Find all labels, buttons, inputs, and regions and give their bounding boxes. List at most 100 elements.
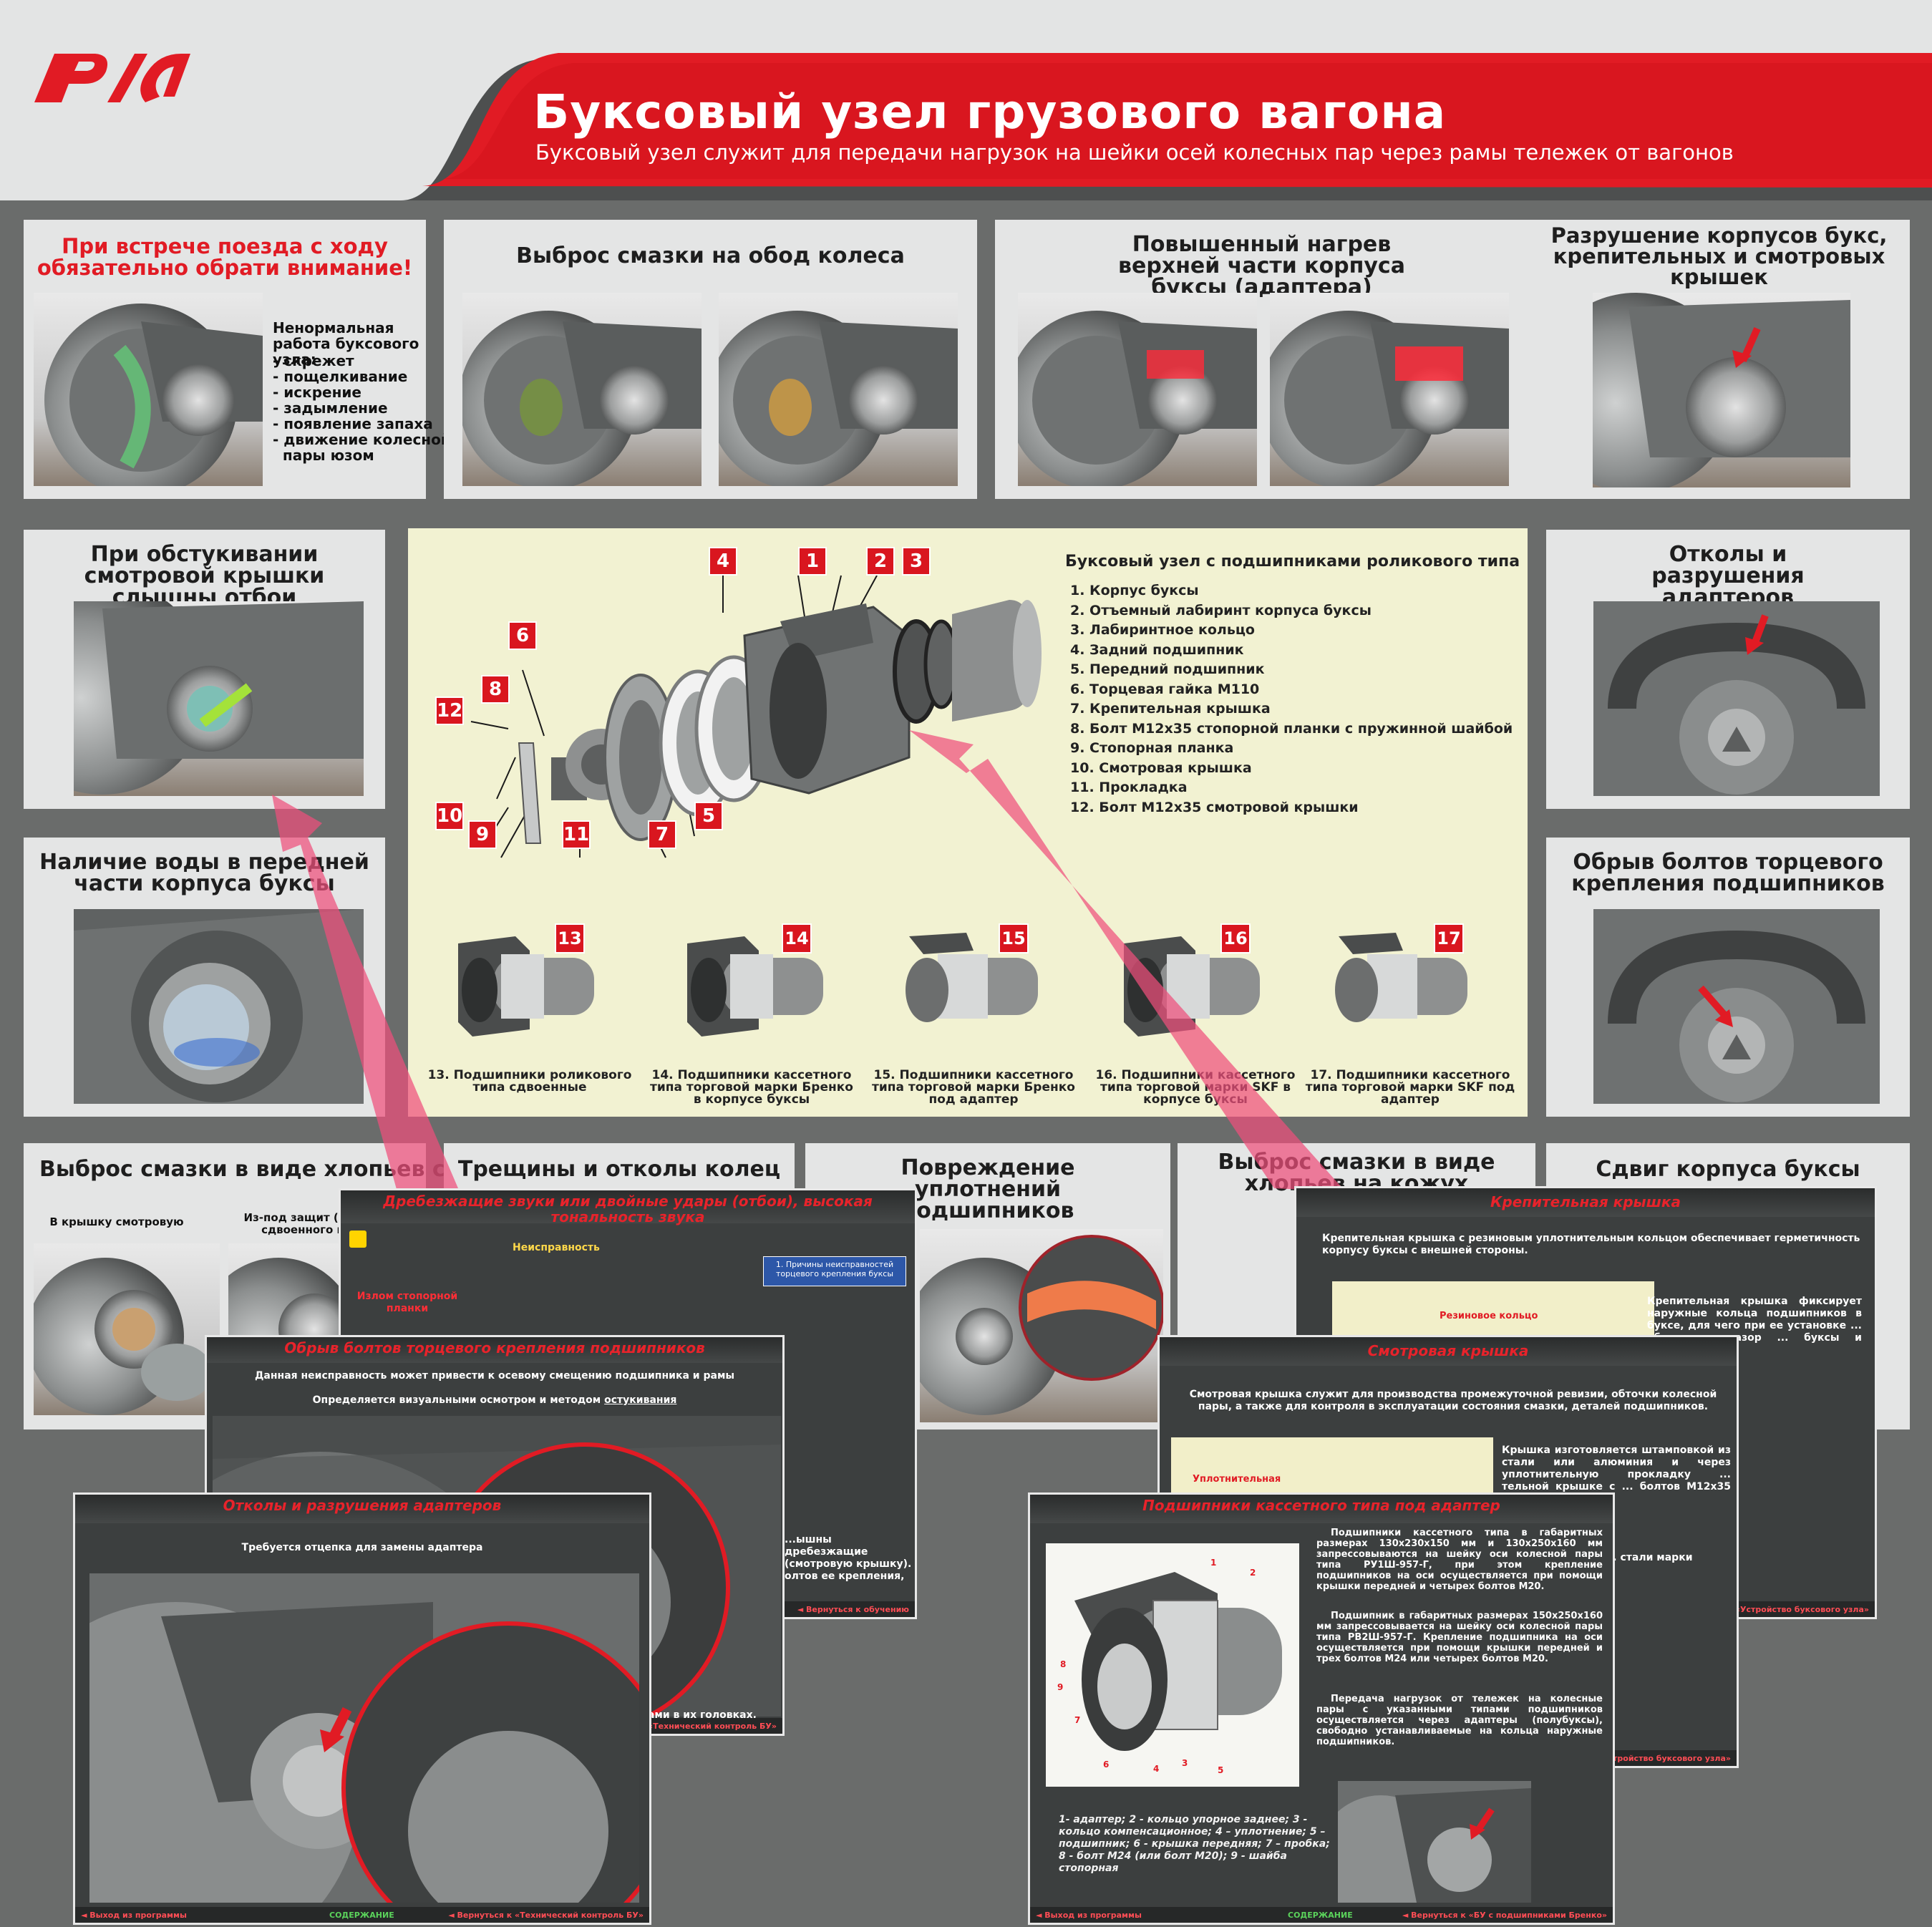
slide-bolt-break-line1: Данная неисправность может привести к ос… [254, 1370, 735, 1382]
attention-items: - скрежет- пощелкивание- искрение- задым… [273, 352, 451, 464]
legend-title: Буксовый узел с подшипниками роликового … [1065, 553, 1520, 571]
bearing-caption-14: 14. Подшипники кассетного типа торговой … [650, 1068, 853, 1107]
bearing-types-illustrations [458, 933, 1467, 1037]
photo-destruction [1593, 293, 1850, 487]
panel-bolts-title: Обрыв болтов торцевого крепления подшипн… [1571, 850, 1885, 896]
slide-rattling-text: ...ышны дребезжащие (смотровую крышку). … [785, 1534, 912, 1582]
callout-6: 6 [508, 621, 537, 650]
flakes-sub1: В крышку смотровую [49, 1215, 184, 1228]
bearing-caption-16: 16. Подшипники кассетного типа торговой … [1095, 1068, 1296, 1107]
slide-rattling-title: Дребезжащие звуки или двойные удары (отб… [341, 1190, 915, 1225]
exit-program-link-2[interactable]: ◄ Выход из программы [1036, 1911, 1142, 1920]
photo-heating-2 [1270, 293, 1509, 486]
slide-adapter-chips: Отколы и разрушения адаптеров Требуется … [73, 1492, 651, 1925]
sealing-label: Уплотнительная [1193, 1474, 1281, 1485]
bearing-caption-17: 17. Подшипники кассетного типа торговой … [1305, 1068, 1515, 1107]
legend-item: 6. Торцевая гайка М110 [1070, 681, 1260, 697]
slide-rattling-label: Неисправность [513, 1242, 600, 1253]
slide-cassette-photo [1316, 1781, 1531, 1923]
page-subtitle: Буксовый узел служит для передачи нагруз… [535, 140, 1734, 165]
part-mark-1: 1 [1210, 1558, 1217, 1568]
callout-11: 11 [562, 820, 591, 849]
part-mark-2: 2 [1250, 1568, 1256, 1578]
rzd-logo [34, 54, 190, 102]
slide-adapter-chips-text: Требуется отцепка для замены адаптера [241, 1542, 483, 1553]
callout-7: 7 [648, 820, 676, 849]
slide-fastening-cover-title: Крепительная крышка [1296, 1188, 1875, 1217]
exploded-axlebox-diagram [470, 575, 1042, 858]
legend-item: 10. Смотровая крышка [1070, 759, 1252, 776]
slide-cassette-bearings: Подшипники кассетного типа под адаптер 1… [1028, 1492, 1615, 1925]
callout-15: 15 [999, 923, 1029, 953]
bearing-caption-13: 13. Подшипники роликового типа сдвоенные [427, 1068, 632, 1094]
slide-bolt-break-line2: Определяется визуальными осмотром и мето… [312, 1394, 677, 1406]
header-swoosh [401, 53, 1932, 200]
callout-4: 4 [709, 547, 737, 576]
part-mark-8: 8 [1060, 1659, 1067, 1669]
exit-program-link[interactable]: ◄ Выход из программы [81, 1911, 187, 1920]
callout-10: 10 [435, 802, 464, 830]
legend-item: 7. Крепительная крышка [1070, 701, 1271, 717]
legend-item: 3. Лабиринтное кольцо [1070, 622, 1255, 638]
contents-link[interactable]: СОДЕРЖАНИЕ [329, 1911, 394, 1920]
legend-item: 8. Болт М12х35 стопорной планки с пружин… [1070, 720, 1513, 737]
panel-tapping: При обстукивании смотровой крышки слышны… [24, 530, 385, 809]
photo-grease-rim-1 [462, 293, 702, 486]
back-to-axlebox-device-link[interactable]: ◄ ...зу «Устройство буксового узла» [1704, 1605, 1869, 1614]
legend-item: 11. Прокладка [1070, 780, 1188, 795]
slide-cassette-p2: Подшипник в габаритных размерах 150х250х… [1316, 1611, 1603, 1664]
slide-adapter-chips-photo [75, 1573, 649, 1923]
callout-17: 17 [1434, 923, 1464, 953]
slide-bolt-break-title: Обрыв болтов торцевого крепления подшипн… [207, 1337, 782, 1363]
panel-heating: Повышенный нагрев верхней части корпуса … [995, 220, 1528, 499]
center-diagram-panel: 4 1 2 3 6 8 12 10 9 11 7 5 Буксовый узел… [408, 528, 1528, 1117]
tapping-method-link[interactable]: остукивания [604, 1394, 677, 1406]
photo-seals [920, 1229, 1163, 1422]
panel-cracks-title: Трещины и отколы колец [457, 1157, 781, 1182]
panel-heating-title: Повышенный нагрев верхней части корпуса … [1118, 232, 1405, 300]
bearing-cutaway-illustration [1046, 1543, 1299, 1787]
callout-1: 1 [798, 547, 827, 576]
panel-attention-title: При встрече поезда с ходу обязательно об… [37, 234, 413, 280]
panel-adapters: Отколы и разрушения адаптеров [1546, 530, 1910, 809]
legend-item: 1. Корпус буксы [1070, 583, 1199, 598]
part-mark-3: 3 [1182, 1758, 1188, 1768]
callout-9: 9 [468, 820, 497, 849]
back-to-brenko-link[interactable]: ◄ Вернуться к «БУ с подшипниками Бренко» [1402, 1911, 1607, 1920]
photo-water [74, 909, 364, 1104]
rubber-ring-label: Резиновое кольцо [1440, 1311, 1538, 1321]
part-mark-9: 9 [1057, 1682, 1064, 1692]
slide-rattling-note: Излом стопорной планки [356, 1291, 458, 1314]
back-to-training-link[interactable]: ◄ Вернуться к обучению [797, 1605, 909, 1614]
callout-5: 5 [694, 802, 723, 830]
slide-fastening-cover-text1: Крепительная крышка с резиновым уплотнит… [1322, 1233, 1860, 1256]
slide-inspection-cover-text2: Крышка изготовляется штамповкой из стали… [1502, 1445, 1731, 1505]
bearing-caption-15: 15. Подшипники кассетного типа торговой … [872, 1068, 1075, 1107]
legend-item: 12. Болт М12х35 смотровой крышки [1070, 799, 1359, 815]
panel-water-title: Наличие воды в передней части корпуса бу… [39, 850, 369, 896]
callout-3: 3 [902, 547, 931, 576]
callout-13: 13 [555, 923, 585, 953]
photo-flakes-1 [34, 1243, 220, 1415]
panel-adapters-title: Отколы и разрушения адаптеров [1651, 542, 1805, 610]
header: Буксовый узел грузового вагона Буксовый … [0, 0, 1932, 200]
photo-bolts [1593, 909, 1880, 1104]
photo-tapping [74, 601, 364, 796]
part-mark-6: 6 [1103, 1759, 1110, 1770]
photo-grease-rim-2 [719, 293, 958, 486]
panel-water: Наличие воды в передней части корпуса бу… [24, 838, 385, 1117]
contents-link-2[interactable]: СОДЕРЖАНИЕ [1288, 1911, 1353, 1920]
photo-adapters [1593, 601, 1880, 796]
back-to-tech-control-link-2[interactable]: ◄ Вернуться к «Технический контроль БУ» [448, 1911, 644, 1920]
part-mark-5: 5 [1218, 1765, 1224, 1775]
legend-item: 4. Задний подшипник [1070, 641, 1244, 658]
legend-item: 9. Стопорная планка [1070, 740, 1234, 756]
panel-bolts: Обрыв болтов торцевого крепления подшипн… [1546, 838, 1910, 1117]
bearing-part-numbers: 1 2 3 4 5 6 7 8 9 [1046, 1543, 1299, 1787]
causes-link-button[interactable]: 1. Причины неисправностей торцевого креп… [763, 1256, 906, 1286]
panel-grease-rim-title: Выброс смазки на обод колеса [516, 243, 905, 268]
legend-item: 2. Отъемный лабиринт корпуса буксы [1070, 602, 1372, 618]
part-mark-4: 4 [1153, 1764, 1160, 1774]
slide-inspection-cover-text1: Смотровая крышка служит для производства… [1189, 1389, 1717, 1412]
settings-icon[interactable] [349, 1231, 367, 1248]
